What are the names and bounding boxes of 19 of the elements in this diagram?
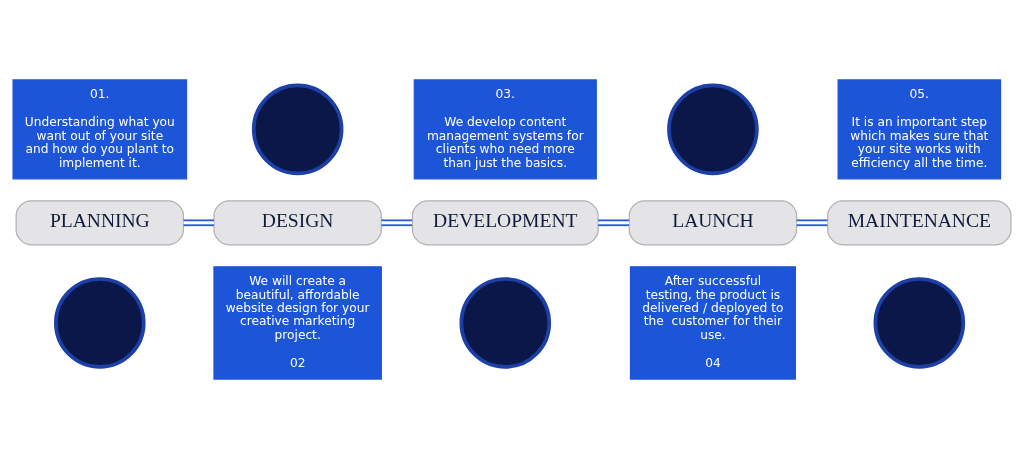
- node-circle: [667, 83, 759, 176]
- node-box: 05. It is an important step which makes sure that your site works with efficiency all the time.: [837, 79, 1002, 180]
- node-circle: [251, 83, 344, 176]
- node-box: After successful testing, the product is delivered / deployed to the customer for their use. 04: [629, 266, 796, 380]
- connector: [380, 219, 413, 227]
- node-circle: [459, 277, 552, 369]
- node-box: PLANNING: [15, 200, 185, 246]
- node-box: 01. Understanding what you want out of your site and how do you plant to implement it.: [12, 79, 188, 180]
- node-box: We will create a beautiful, affordable website design for your creative marketing project. 02: [213, 266, 382, 380]
- node-box: MAINTENANCE: [827, 200, 1012, 246]
- node-box: 03. We develop content management systems for clients who need more than just the basics.: [413, 79, 597, 180]
- connector: [795, 219, 829, 227]
- node-box: DEVELOPMENT: [411, 200, 599, 246]
- connector: [597, 219, 630, 227]
- node-box: LAUNCH: [628, 200, 798, 246]
- node-circle: [873, 277, 966, 369]
- connector: [182, 219, 215, 227]
- node-circle: [54, 277, 146, 369]
- node-box: DESIGN: [213, 200, 382, 246]
